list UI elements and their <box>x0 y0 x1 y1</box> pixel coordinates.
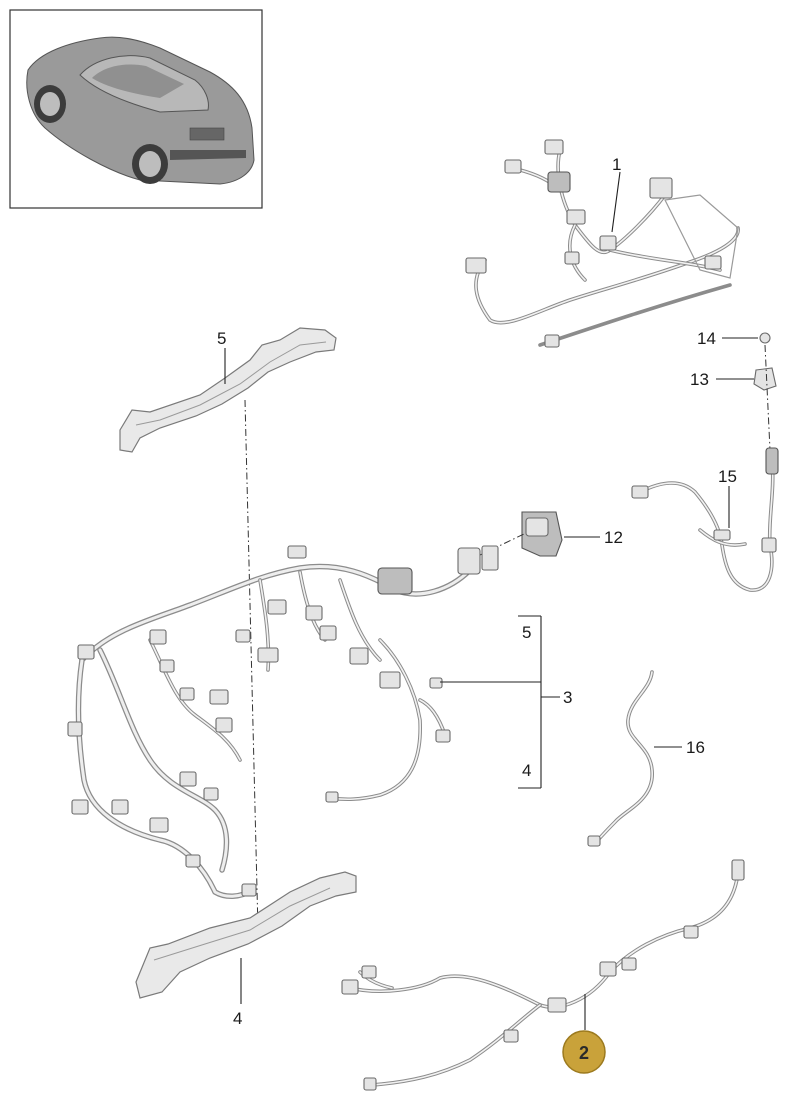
callout-13[interactable]: 13 <box>690 370 709 389</box>
part-3-engine-wiring-harness[interactable] <box>67 545 499 899</box>
part-5-bracket-upper[interactable] <box>119 327 337 453</box>
part-1-front-wiring-harness[interactable] <box>465 139 740 348</box>
callout-14[interactable]: 14 <box>697 329 716 348</box>
callout-5-group[interactable]: 5 <box>522 623 531 642</box>
callout-16[interactable]: 16 <box>686 738 705 757</box>
part-15-sensor-wiring[interactable] <box>631 447 779 592</box>
callout-2-badge[interactable]: 2 <box>562 1030 606 1074</box>
callout-3[interactable]: 3 <box>563 688 572 707</box>
leader-line-1 <box>611 171 621 233</box>
callout-4-group[interactable]: 4 <box>522 761 531 780</box>
highlight-badge-icon <box>562 1030 606 1074</box>
callout-1[interactable]: 1 <box>612 155 621 174</box>
alignment-line-12 <box>477 533 525 557</box>
part-12-connector-housing[interactable] <box>521 511 563 557</box>
part-2-rear-wiring-harness[interactable] <box>341 859 745 1091</box>
callout-2: 2 <box>579 1043 589 1063</box>
callout-4-bottom[interactable]: 4 <box>233 1009 242 1028</box>
car-thumbnail-icon <box>26 36 255 185</box>
callout-12[interactable]: 12 <box>604 528 623 547</box>
part-4-bracket-lower[interactable] <box>135 871 357 999</box>
callout-5-top[interactable]: 5 <box>217 329 226 348</box>
alignment-line-13-15 <box>764 344 771 451</box>
car-thumbnail[interactable] <box>9 9 263 209</box>
part-14-nut[interactable] <box>759 332 771 344</box>
callout-3-group-bracket <box>440 615 560 789</box>
alignment-line-vertical <box>244 399 259 931</box>
part-16-cable[interactable] <box>587 670 654 847</box>
callout-15[interactable]: 15 <box>718 467 737 486</box>
part-13-clip[interactable] <box>753 367 777 391</box>
